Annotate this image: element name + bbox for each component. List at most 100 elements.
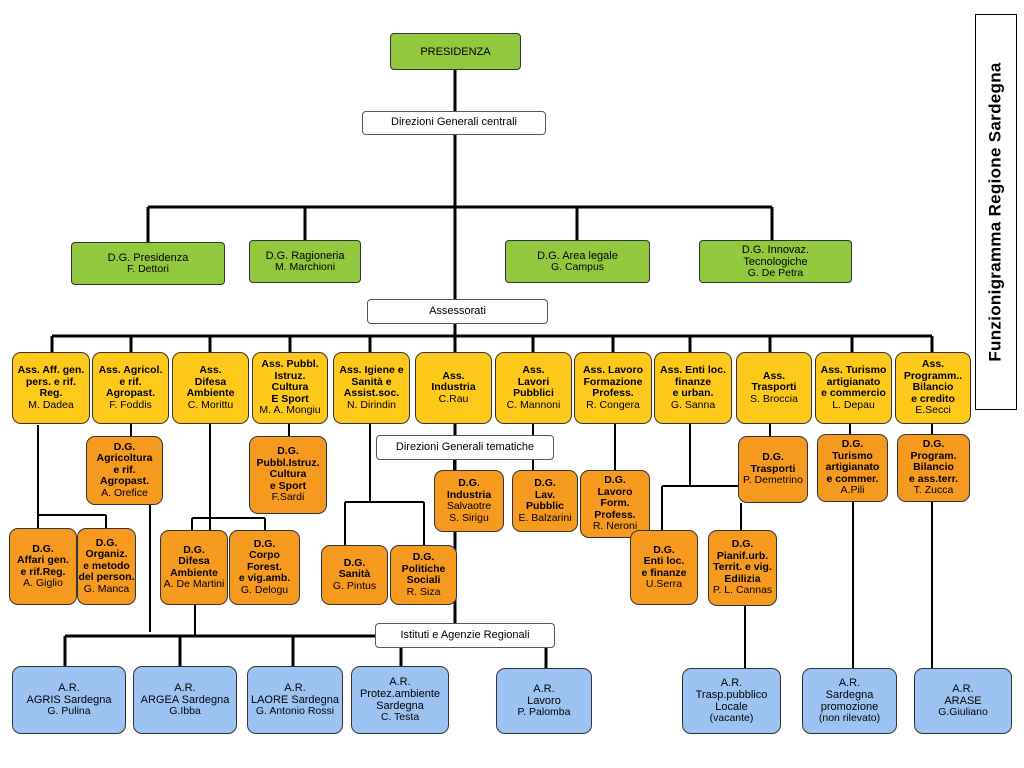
dg-tematica-title: D.G. Program. Bilancio e ass.terr. (908, 438, 959, 485)
agenzia-title: A.R. ARASE (944, 683, 982, 708)
dg-tematica-box: D.G. Pubbl.Istruz. Cultura e Sport F.Sar… (249, 436, 327, 514)
assessorato-title: Ass. Lavori Pubblici (513, 364, 554, 399)
dg-tematica-name: A. Orefice (101, 486, 148, 499)
dg-tematica-title: D.G. Affari gen. e rif.Reg. (17, 542, 69, 578)
assessorato-box: Ass. Enti loc. finanze e urban. G. Sanna (654, 352, 732, 424)
dg-tematica-name: G. Manca (83, 582, 130, 595)
dg-tematica-name: F.Sardi (271, 491, 305, 504)
dg-tematica-name: P. Demetrino (743, 474, 803, 487)
agenzia-name: C. Testa (380, 711, 420, 724)
assessorato-box: Ass. Igiene e Sanità e Assist.soc. N. Di… (333, 352, 410, 424)
assessorato-box: Ass. Pubbl. Istruz. Cultura E Sport M. A… (252, 352, 328, 424)
assessorato-name: L. Depau (832, 398, 875, 411)
dg-centrale-title: D.G. Innovaz. Tecnologiche (741, 243, 810, 268)
agenzia-name: P. Palomba (517, 706, 571, 719)
dg-tematica-box: D.G. Pianif.urb. Territ. e vig. Edilizia… (708, 530, 777, 606)
assessorato-name: C.Rau (438, 392, 469, 405)
dg-tematica-box: D.G. Corpo Forest. e vig.amb. G. Delogu (229, 530, 300, 605)
agenzia-name: G. Antonio Rossi (255, 705, 335, 718)
dg-tematica-name: G. Delogu (240, 583, 289, 596)
agenzia-title: A.R. Lavoro (527, 683, 561, 708)
chart-title-panel: Funzionigramma Regione Sardegna (975, 14, 1017, 410)
assessorato-box: Ass. Difesa Ambiente C. Morittu (172, 352, 249, 424)
assessorato-box: Ass. Lavoro Formazione Profess. R. Conge… (574, 352, 652, 424)
assessorato-name: F. Foddis (109, 398, 152, 411)
assessorato-name: S. Broccia (750, 392, 798, 405)
dg-tematica-title: D.G. Corpo Forest. e vig.amb. (238, 537, 291, 585)
dg-tematica-name: E. Balzarini (518, 511, 572, 524)
dg-tematica-box: D.G. Politiche Sociali R. Siza (390, 545, 457, 605)
agenzia-box: A.R. Lavoro P. Palomba (496, 668, 592, 734)
dg-tematica-name: G. Pintus (332, 579, 377, 592)
agenzia-box: A.R. ARASE G.Giuliano (914, 668, 1012, 734)
dg-tematica-title: D.G. Turismo artigianato e commer. (825, 438, 880, 485)
dg-tematica-title: D.G. Industria (446, 477, 492, 501)
dg-tematica-title: D.G. Trasporti (750, 451, 796, 475)
label-dg-centrali: Direzioni Generali centrali (362, 111, 546, 135)
assessorato-name: N. Dirindin (346, 398, 396, 411)
dg-tematica-name: R. Siza (406, 585, 441, 598)
dg-tematica-title: D.G. Pubbl.Istruz. Cultura e Sport (256, 445, 320, 492)
label-dg-centrali-text: Direzioni Generali centrali (391, 116, 517, 129)
dg-tematica-box: D.G. Enti loc. e finanze U.Serra (630, 530, 698, 605)
dg-tematica-box: D.G. Industria Salvaotre S. Sirigu (434, 470, 504, 532)
dg-tematica-name: R. Neroni (592, 520, 638, 533)
dg-centrale-name: G. De Petra (747, 266, 804, 279)
agenzia-box: A.R. Sardegna promozione (non rilevato) (802, 668, 897, 734)
presidenza-label: PRESIDENZA (420, 45, 491, 58)
dg-tematica-box: D.G. Organiz. e metodo del person. G. Ma… (77, 528, 136, 605)
agenzia-name: (vacante) (709, 712, 754, 725)
assessorato-title: Ass. Pubbl. Istruz. Cultura E Sport (261, 358, 319, 405)
dg-tematica-name: T. Zucca (913, 484, 954, 497)
assessorato-title: Ass. Industria (431, 369, 476, 394)
agenzia-box: A.R. LAORE Sardegna G. Antonio Rossi (247, 666, 343, 734)
agenzia-name: G.Giuliano (938, 706, 988, 719)
assessorato-box: Ass. Trasporti S. Broccia (736, 352, 812, 424)
label-dg-tematiche: Direzioni Generali tematiche (376, 435, 554, 460)
dg-tematica-name: A. De Martini (163, 578, 225, 590)
assessorato-name: R. Congera (586, 398, 640, 411)
dg-tematica-title: D.G. Organiz. e metodo del person. (78, 536, 135, 584)
dg-centrale-title: D.G. Ragioneria (265, 249, 345, 262)
dg-tematica-box: D.G. Difesa Ambiente A. De Martini (160, 530, 228, 605)
dg-centrale-box: D.G. Ragioneria M. Marchioni (249, 240, 361, 283)
dg-centrale-name: G. Campus (550, 260, 605, 273)
agenzia-box: A.R. Trasp.pubblico Locale (vacante) (682, 668, 781, 734)
dg-tematica-name: A. Giglio (23, 577, 63, 589)
dg-tematica-box: D.G. Lavoro Form. Profess. R. Neroni (580, 470, 650, 538)
dg-tematica-box: D.G. Lav. Pubblic E. Balzarini (512, 470, 578, 532)
dg-tematica-box: D.G. Sanità G. Pintus (321, 545, 388, 605)
dg-tematica-title: D.G. Pianif.urb. Territ. e vig. Edilizia (713, 538, 772, 585)
assessorato-title: Ass. Lavoro Formazione Profess. (582, 364, 644, 399)
assessorato-name: E.Secci (915, 404, 951, 417)
dg-centrale-box: D.G. Area legale G. Campus (505, 240, 650, 283)
assessorato-name: M. Dadea (28, 398, 74, 411)
assessorato-box: Ass. Turismo artigianato e commercio L. … (815, 352, 892, 424)
label-assessorati-text: Assessorati (429, 304, 486, 317)
label-dg-tematiche-text: Direzioni Generali tematiche (395, 440, 535, 453)
dg-tematica-title: D.G. Lav. Pubblic (526, 477, 564, 512)
dg-tematica-box: D.G. Program. Bilancio e ass.terr. T. Zu… (897, 434, 970, 502)
agenzia-box: A.R. AGRIS Sardegna G. Pulina (12, 666, 126, 734)
assessorato-name: C. Mannoni (506, 398, 561, 411)
assessorato-name: G. Sanna (670, 398, 716, 411)
agenzia-title: A.R. LAORE Sardegna (250, 682, 340, 707)
dg-centrale-name: F. Dettori (126, 262, 169, 275)
dg-centrale-box: D.G. Presidenza F. Dettori (71, 242, 225, 285)
agenzia-box: A.R. Protez.ambiente Sardegna C. Testa (351, 666, 449, 734)
dg-tematica-title: D.G. Lavoro Form. Profess. (594, 474, 636, 521)
dg-tematica-name: P. L. Cannas (712, 584, 773, 597)
agenzia-box: A.R. ARGEA Sardegna G.Ibba (133, 666, 237, 734)
dg-tematica-name: A.Pili (840, 484, 865, 497)
dg-tematica-title: D.G. Sanità (338, 556, 371, 581)
dg-tematica-box: D.G. Agricoltura e rif. Agropast. A. Ore… (86, 436, 163, 505)
label-assessorati: Assessorati (367, 299, 548, 324)
assessorato-box: Ass. Agricol. e rif. Agropast. F. Foddis (92, 352, 169, 424)
assessorato-title: Ass. Difesa Ambiente (186, 364, 235, 399)
assessorato-title: Ass. Enti loc. finanze e urban. (660, 364, 726, 399)
assessorato-name: C. Morittu (187, 398, 234, 411)
dg-tematica-box: D.G. Trasporti P. Demetrino (738, 436, 808, 503)
agenzia-title: A.R. Sardegna promozione (820, 677, 879, 714)
dg-tematica-title: D.G. Difesa Ambiente (170, 543, 218, 579)
